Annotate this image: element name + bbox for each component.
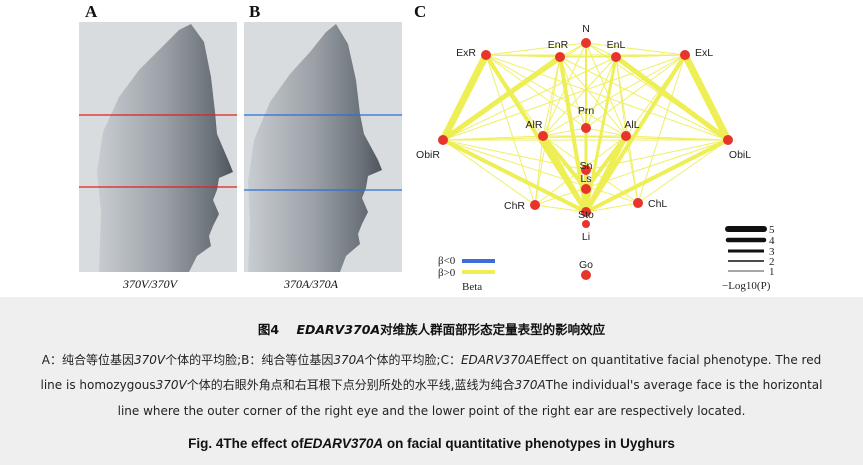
network-nodes <box>438 38 733 280</box>
title-cn-gene: EDARV370A <box>296 322 381 337</box>
node-enr <box>555 52 565 62</box>
width-level-3: 3 <box>769 246 775 258</box>
label-enl: EnL <box>607 39 626 51</box>
panel-a-letter: A <box>85 2 98 21</box>
title-en-gene: EDARV370A <box>303 436 384 451</box>
beta-title: Beta <box>462 281 482 293</box>
node-chr <box>530 200 540 210</box>
label-all: AlL <box>624 119 639 131</box>
panel-b-caption: 370A/370A <box>284 277 338 291</box>
node-exl <box>680 50 690 60</box>
node-ls <box>581 184 591 194</box>
width-level-1: 1 <box>769 266 775 278</box>
label-li: Li <box>582 231 590 243</box>
caption-box <box>0 297 863 465</box>
label-chl: ChL <box>648 198 667 210</box>
label-obir: ObiR <box>416 149 440 161</box>
node-enl <box>611 52 621 62</box>
node-n <box>581 38 591 48</box>
label-exr: ExR <box>456 47 476 59</box>
title-cn-prefix: 图4 <box>257 322 280 337</box>
node-prn <box>581 123 591 133</box>
title-en-a: Fig. 4The effect of <box>188 436 304 451</box>
line2-gene1: 370V <box>155 378 187 392</box>
title-cn-rest: 对维族人群面部形态定量表型的影响效应 <box>380 322 606 337</box>
network-diagram: N EnR EnL ExR ExL Prn AlR AlL ObiR ObiL … <box>416 23 775 293</box>
width-legend: 5 4 3 2 1 −Log10(P) <box>722 224 775 292</box>
node-exr <box>481 50 491 60</box>
node-all <box>621 131 631 141</box>
panel-a-face <box>79 22 237 272</box>
node-alr <box>538 131 548 141</box>
label-alr: AlR <box>526 119 543 131</box>
line2-a: line is homozygous <box>40 378 156 392</box>
label-enr: EnR <box>548 39 569 51</box>
node-obir <box>438 135 448 145</box>
width-title: −Log10(P) <box>722 280 771 292</box>
figure-title-en: Fig. 4The effect ofEDARV370A on facial q… <box>0 436 863 451</box>
panel-a-caption: 370V/370V <box>123 277 177 291</box>
caption-line-2: line is homozygous370V个体的右眼外角点和右耳根下点分别所处… <box>18 377 845 394</box>
label-prn: Prn <box>578 105 595 117</box>
node-chl <box>633 198 643 208</box>
width-level-2: 2 <box>769 256 775 268</box>
width-level-5: 5 <box>769 224 775 236</box>
line1-d: Effect on quantitative facial phenotype.… <box>533 353 822 367</box>
face-silhouette-a <box>97 24 233 272</box>
line1-c: 个体的平均脸;C： <box>364 353 461 367</box>
title-en-b: on facial quantitative phenotypes in Uyg… <box>383 436 675 451</box>
node-go <box>581 270 591 280</box>
beta-legend: β<0 β>0 Beta <box>438 255 495 293</box>
label-obil: ObiL <box>729 149 751 161</box>
caption-line-1: A：纯合等位基因370V个体的平均脸;B：纯合等位基因370A个体的平均脸;C：… <box>18 352 845 369</box>
beta-pos-label: β>0 <box>438 267 456 279</box>
label-sto: Sto <box>578 209 594 221</box>
figure-title-cn: 图4 EDARV370A对维族人群面部形态定量表型的影响效应 <box>0 319 863 338</box>
line2-c: The individual's average face is the hor… <box>545 378 823 392</box>
node-li <box>582 220 590 228</box>
caption-line-3: line where the outer corner of the right… <box>117 404 746 418</box>
label-sn: Sn <box>580 160 593 172</box>
node-sto <box>581 207 591 217</box>
line1-b-gene: 370A <box>333 353 365 367</box>
line2-b: 个体的右眼外角点和右耳根下点分别所处的水平线,蓝线为纯合 <box>186 378 515 392</box>
node-sn <box>581 165 591 175</box>
network-edges <box>439 42 732 214</box>
figure: A 370V/370V B 370A <box>79 2 775 293</box>
label-ls: Ls <box>580 173 591 185</box>
line1-c-gene: EDARV370A <box>460 353 534 367</box>
node-obil <box>723 135 733 145</box>
line1-a: A：纯合等位基因 <box>41 353 134 367</box>
label-n: N <box>582 23 590 35</box>
line2-gene2: 370A <box>514 378 546 392</box>
label-chr: ChR <box>504 200 525 212</box>
label-exl: ExL <box>695 47 713 59</box>
width-level-4: 4 <box>769 235 775 247</box>
beta-neg-label: β<0 <box>438 255 456 267</box>
label-go: Go <box>579 259 593 271</box>
panel-b-face <box>244 22 402 272</box>
line1-b: 个体的平均脸;B：纯合等位基因 <box>165 353 334 367</box>
panel-b-letter: B <box>249 2 261 21</box>
panel-c-letter: C <box>414 2 427 21</box>
node-labels: N EnR EnL ExR ExL Prn AlR AlL ObiR ObiL … <box>416 23 751 271</box>
face-silhouette-b <box>248 24 382 272</box>
line1-a-gene: 370V <box>134 353 166 367</box>
